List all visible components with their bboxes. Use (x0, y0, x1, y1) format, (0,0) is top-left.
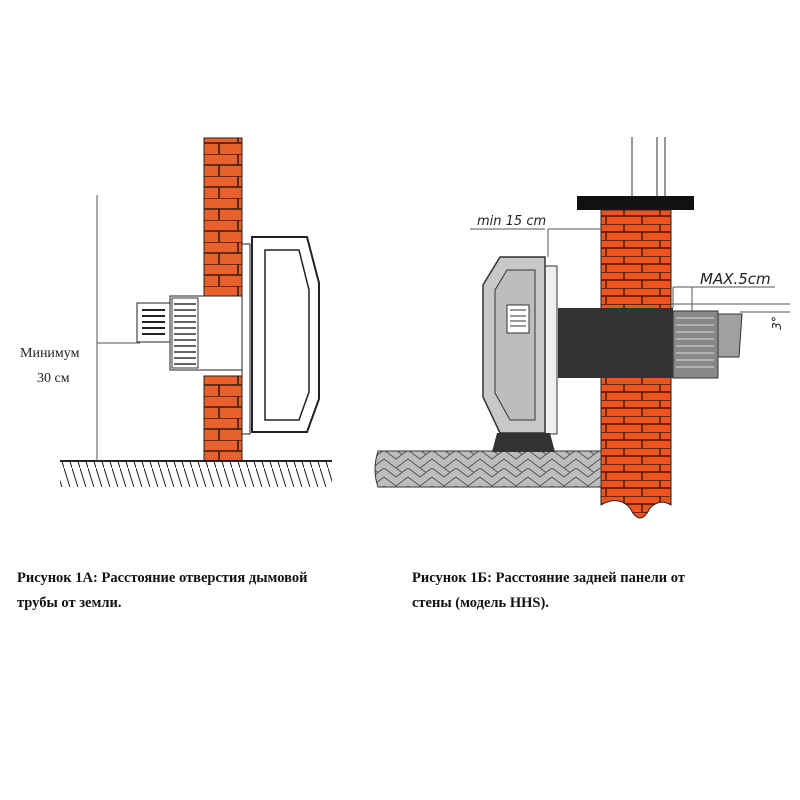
max-distance-label: MAX.5cm (700, 270, 771, 288)
stove-door (494, 269, 536, 421)
brick-wall-upper (203, 137, 243, 297)
wall-top-cap (577, 196, 694, 210)
stove-label-plate (506, 304, 530, 334)
ground-hatch (60, 462, 332, 487)
min-height-value: 30 см (37, 371, 70, 386)
flue-terminal (672, 310, 719, 379)
caption-figure-1b: Рисунок 1Б: Расстояние задней панели от … (412, 566, 685, 616)
caption-1a-line2: трубы от земли. (17, 595, 122, 611)
brick-wall-lower (203, 375, 243, 462)
stove-back-panel (544, 265, 558, 435)
caption-1a-line1: Рисунок 1А: Расстояние отверстия дымовой (17, 570, 308, 586)
floor (374, 450, 602, 488)
figure-1b (374, 137, 790, 519)
stove-foot (492, 433, 555, 452)
caption-1b-line2: стены (модель HHS). (412, 595, 549, 611)
min-distance-label: min 15 cm (477, 214, 547, 229)
flue-pipe (558, 308, 673, 378)
terminal-cap (717, 313, 743, 358)
caption-figure-1a: Рисунок 1А: Расстояние отверстия дымовой… (17, 566, 307, 616)
caption-1b-line1: Рисунок 1Б: Расстояние задней панели от (412, 570, 685, 586)
angle-label: 3° (769, 316, 784, 330)
stove-door (264, 249, 310, 421)
min-height-label: Минимум (20, 346, 80, 361)
stove-back-panel (241, 243, 251, 435)
figure-1a (60, 137, 332, 487)
